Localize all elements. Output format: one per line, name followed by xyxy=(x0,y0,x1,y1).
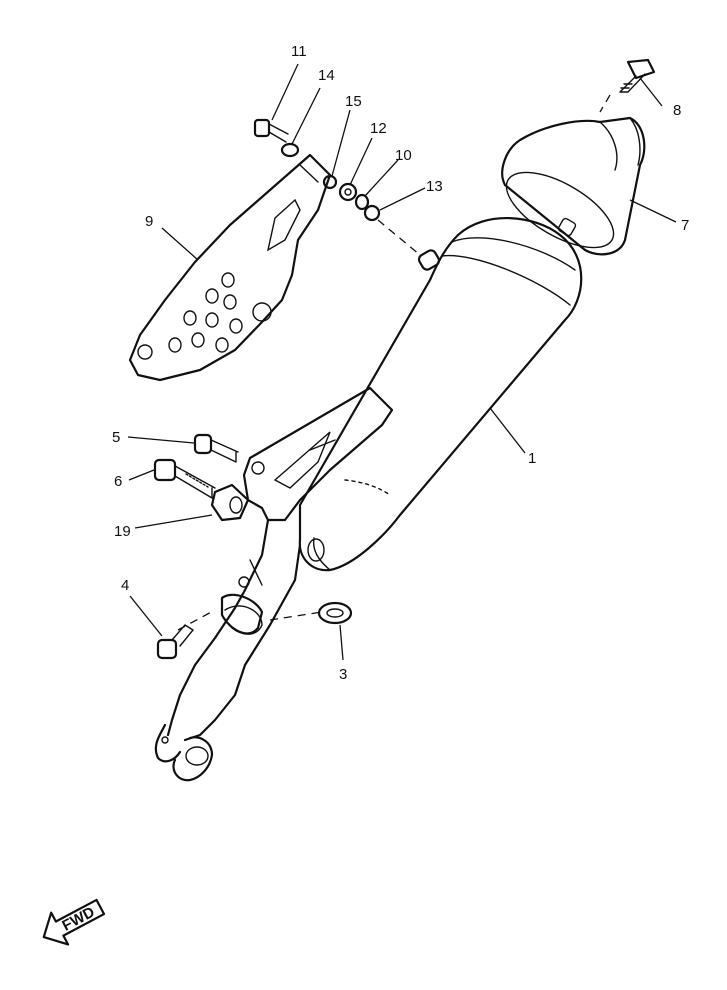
gasket-3[interactable] xyxy=(317,601,353,625)
callout-8: 8 xyxy=(673,102,681,119)
assembly-line-13 xyxy=(377,219,421,256)
bolt-4[interactable] xyxy=(156,624,194,660)
callout-6: 6 xyxy=(114,473,122,490)
exhaust-pipe[interactable] xyxy=(154,518,302,782)
muffler-body[interactable] xyxy=(298,216,583,572)
bolt-5[interactable] xyxy=(193,433,239,463)
bolt-11[interactable] xyxy=(253,118,289,143)
muffler-bracket[interactable] xyxy=(242,386,394,522)
callout-10: 10 xyxy=(395,147,412,164)
collar-10[interactable] xyxy=(354,193,370,211)
washer-14[interactable] xyxy=(280,142,300,158)
callout-1: 1 xyxy=(528,450,536,467)
callout-3: 3 xyxy=(339,666,347,683)
fwd-label: FWD xyxy=(59,904,97,935)
callout-13: 13 xyxy=(426,178,443,195)
callout-5: 5 xyxy=(112,429,120,446)
callout-15: 15 xyxy=(345,93,362,110)
heat-protector[interactable] xyxy=(128,153,332,382)
muffler-end-cap[interactable] xyxy=(495,116,646,263)
grommet-12[interactable] xyxy=(338,182,358,202)
callout-9: 9 xyxy=(145,213,153,230)
spacer-15[interactable] xyxy=(322,174,338,190)
callout-4: 4 xyxy=(121,577,129,594)
assembly-line-8 xyxy=(599,94,611,113)
leader-lines xyxy=(127,63,677,661)
callout-14: 14 xyxy=(318,67,335,84)
nut-13[interactable] xyxy=(363,204,381,222)
callout-19: 19 xyxy=(114,523,131,540)
bolt-6[interactable] xyxy=(153,458,216,499)
callout-7: 7 xyxy=(681,217,689,234)
assembly-line-3 xyxy=(269,611,323,621)
callout-11: 11 xyxy=(291,43,307,60)
callout-12: 12 xyxy=(370,120,387,137)
bolt-8[interactable] xyxy=(619,58,656,93)
collar-19[interactable] xyxy=(210,483,250,522)
assembly-line-4 xyxy=(177,609,216,631)
fwd-arrow-icon: FWD xyxy=(42,898,106,946)
